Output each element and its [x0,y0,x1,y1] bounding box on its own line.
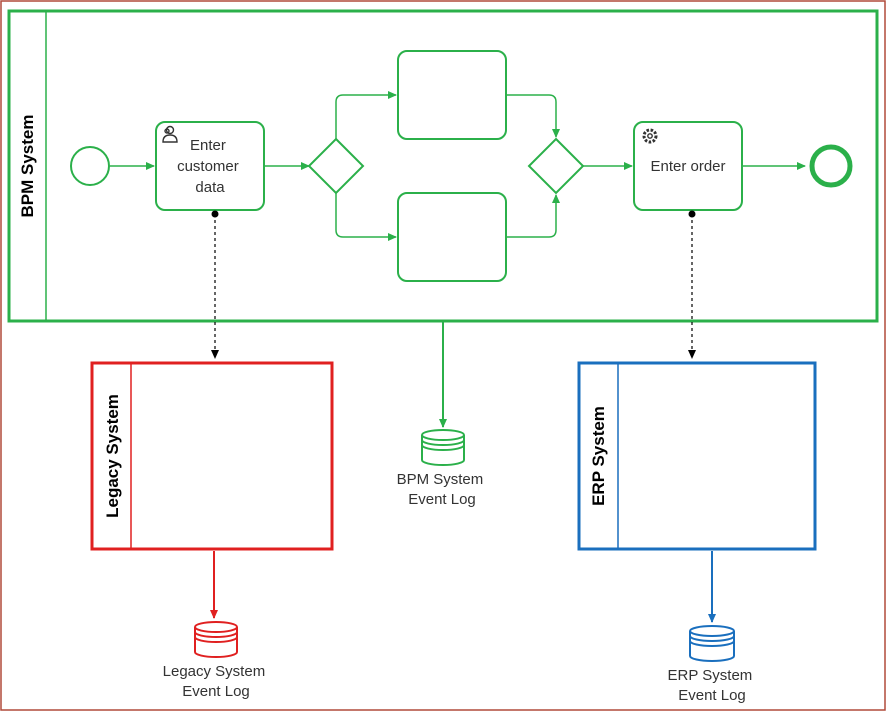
erp-pool-label: ERP System [589,406,608,506]
start-event [70,146,110,186]
legacy-log-line-1: Legacy System [163,663,266,680]
task-enter-order-label: Enter order [650,158,725,175]
bpm-log-line-2: Event Log [408,491,476,508]
erp-event-log-label: ERP System Event Log [668,667,757,704]
end-event [809,144,853,188]
task-enter-customer-data-label: Enter customer data [177,137,243,196]
erp-log-line-2: Event Log [678,687,746,704]
flow-lower-to-join [506,194,560,238]
flow-split-to-upper [335,91,397,139]
erp-pool-border [577,361,817,551]
task-upper-empty [397,50,507,140]
erp-datastore-icon [689,625,735,662]
legacy-pool-label: Legacy System [103,394,122,518]
split-gateway [307,137,365,195]
task1-line-2: customer [177,158,239,175]
associations [211,210,696,359]
task-enter-customer-data-box [155,121,265,211]
legacy-event-log-label: Legacy System Event Log [163,663,270,700]
erp-pool: ERP System [577,361,817,551]
bpm-log-line-1: BPM System [397,471,484,488]
legacy-event-log: Legacy System Event Log [163,621,270,700]
task1-line-3: data [195,179,225,196]
legacy-datastore-icon [194,621,238,658]
legacy-pool: Legacy System [90,361,334,551]
task-lower-empty [397,192,507,282]
bpm-datastore-icon [421,429,465,466]
erp-event-log: ERP System Event Log [668,625,757,704]
task1-line-1: Enter [190,137,226,154]
gear-icon [642,128,658,144]
bpm-pool-label: BPM System [18,115,37,218]
bpm-event-log-label: BPM System Event Log [397,471,488,508]
join-gateway [527,137,585,195]
user-icon [162,125,178,143]
flow-split-to-lower [335,193,397,241]
erp-log-line-1: ERP System [668,667,753,684]
legacy-pool-border [90,361,334,551]
task-enter-order-box [633,121,743,211]
bpm-event-log: BPM System Event Log [397,429,488,508]
legacy-log-line-2: Event Log [182,683,250,700]
task-enter-customer-data: Enter customer data [155,121,265,211]
task-enter-order: Enter order [633,121,743,211]
sequence-flows [110,91,806,241]
flow-upper-to-join [506,94,560,138]
